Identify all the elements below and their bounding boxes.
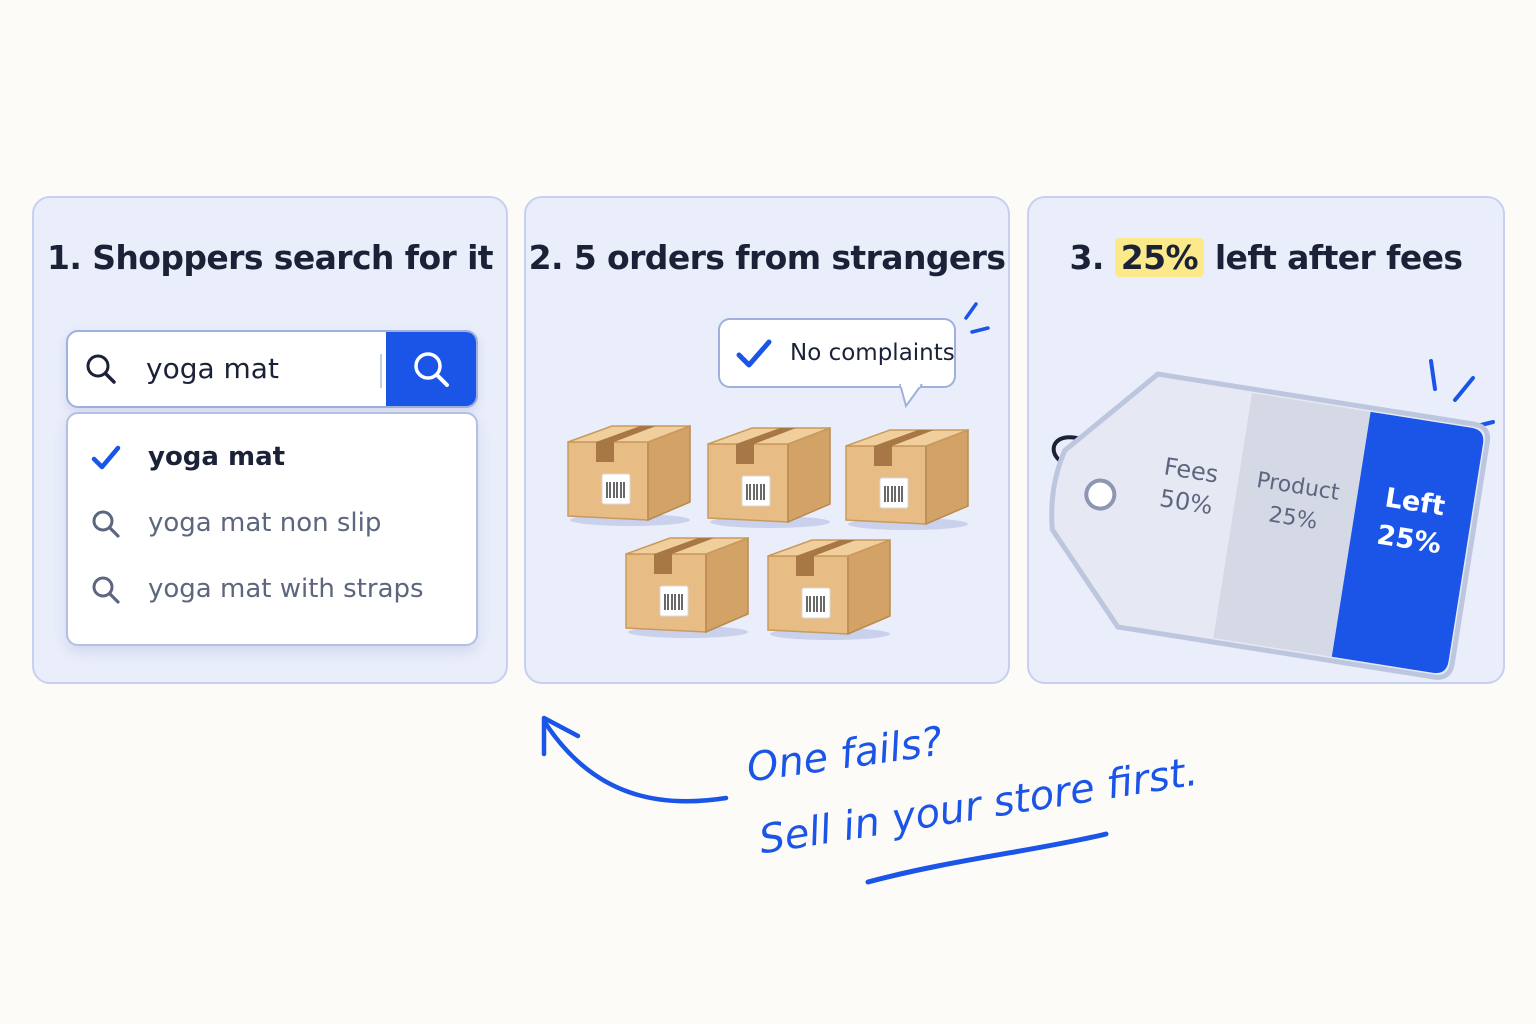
text-cursor bbox=[380, 354, 382, 388]
suggestion-dropdown: yoga mat yoga mat non slip yoga mat with… bbox=[66, 412, 478, 646]
panel-search: 1. Shoppers search for it yoga mat yoga … bbox=[32, 196, 508, 684]
check-icon bbox=[736, 339, 772, 368]
suggestion-label: yoga mat with straps bbox=[148, 574, 424, 604]
arrow-head bbox=[541, 715, 581, 757]
search-bar[interactable]: yoga mat bbox=[66, 330, 478, 408]
speech-bubble: No complaints bbox=[718, 318, 956, 388]
panel-orders: 2. 5 orders from strangers No complaints bbox=[524, 196, 1010, 684]
segment-fees: Fees 50% bbox=[1136, 447, 1241, 525]
package-box bbox=[845, 428, 969, 530]
curved-arrow bbox=[543, 721, 729, 804]
search-icon bbox=[86, 354, 116, 384]
search-button[interactable] bbox=[386, 332, 476, 406]
price-tag-illustration bbox=[1049, 359, 1495, 680]
segment-left: Left 25% bbox=[1349, 475, 1475, 568]
suggestion-item[interactable]: yoga mat with straps bbox=[68, 562, 476, 618]
search-icon bbox=[92, 576, 120, 604]
search-icon bbox=[414, 352, 449, 387]
panel-title: 1. Shoppers search for it bbox=[47, 238, 494, 277]
search-icon bbox=[92, 510, 120, 538]
bubble-text: No complaints bbox=[790, 340, 955, 366]
title-number: 3. bbox=[1069, 238, 1105, 277]
sparkle-icon bbox=[964, 302, 990, 334]
package-box bbox=[567, 424, 691, 526]
suggestion-label: yoga mat bbox=[148, 442, 286, 472]
search-input[interactable]: yoga mat bbox=[146, 352, 279, 385]
package-box bbox=[625, 536, 749, 638]
suggestion-item[interactable]: yoga mat non slip bbox=[68, 496, 476, 552]
panel-title: 3. 25% left after fees bbox=[1029, 238, 1503, 277]
annotation-strokes bbox=[541, 715, 1109, 885]
segment-product bbox=[1213, 393, 1371, 657]
package-box bbox=[767, 538, 891, 640]
bubble-tail bbox=[899, 384, 923, 409]
suggestion-label: yoga mat non slip bbox=[148, 508, 382, 538]
panel-title: 2. 5 orders from strangers bbox=[528, 238, 1006, 277]
segment-left bbox=[1331, 411, 1484, 674]
underline-stroke bbox=[865, 831, 1109, 885]
segment-product: Product 25% bbox=[1231, 462, 1360, 544]
package-box bbox=[707, 426, 831, 528]
title-highlight: 25% bbox=[1114, 238, 1204, 277]
panel-fees: 3. 25% left after fees Fees 50% Product … bbox=[1027, 196, 1505, 684]
tag-hole bbox=[1084, 478, 1117, 511]
check-icon bbox=[91, 445, 121, 470]
suggestion-item[interactable]: yoga mat bbox=[68, 430, 476, 486]
title-text: left after fees bbox=[1214, 238, 1463, 277]
